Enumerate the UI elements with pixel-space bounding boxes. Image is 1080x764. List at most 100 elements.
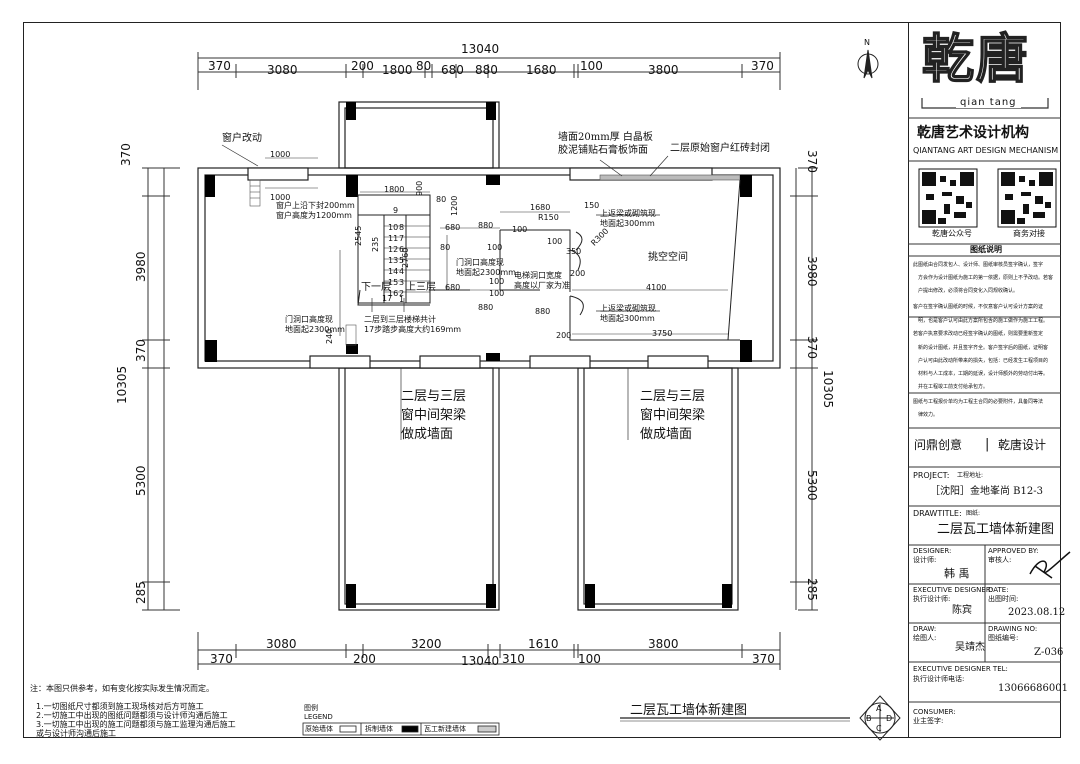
plan-dim: 3750 [652, 329, 673, 338]
label-elevator-2: 高度以厂家为准 [514, 281, 570, 290]
label-beam-right-3: 做成墙面 [640, 427, 693, 442]
dim-top-total: 13040 [461, 42, 500, 56]
exec-value: 陈宾 [952, 605, 972, 616]
dim-top-4: 80 [416, 59, 432, 73]
tel-label-cn: 执行设计师电话: [913, 675, 965, 683]
dim-right-0: 370 [805, 150, 819, 173]
desc-line: 户提出修改，必须将合同变化入同规收确认。 [918, 288, 1019, 294]
exec-label-cn: 执行设计师: [913, 595, 951, 603]
label-beam-left-1: 二层与三层 [401, 389, 467, 404]
dim-left-3: 5300 [134, 465, 148, 496]
approved-label-cn: 审核人: [988, 556, 1012, 564]
exec-label: EXECUTIVE DESIGNER: [913, 586, 993, 594]
dim-top-1: 3080 [267, 63, 298, 77]
legend-title-cn: 图例 [304, 704, 318, 712]
stair-step: 9 [393, 206, 399, 215]
stair-step: 16 [388, 289, 399, 298]
plan-dim: 2545 [354, 225, 363, 246]
legend-item-new: 瓦工新建墙体 [424, 725, 466, 733]
slogan-a: 问鼎创意 [914, 438, 963, 452]
plan-dim: 680 [445, 283, 461, 292]
label-stair-note-1: 二层到三层楼梯共计 [364, 315, 436, 324]
label-window-change: 窗户改动 [222, 133, 262, 144]
label-window-note-1: 窗户上沿下封200mm [276, 201, 355, 210]
drawno-label: DRAWING NO: [988, 625, 1038, 633]
footer-note-1: 2.一切施工中出现的图纸问题都须与设计师沟通后施工 [36, 711, 228, 720]
date-label: DATE: [988, 586, 1009, 594]
date-label-cn: 出图时间: [988, 595, 1019, 603]
tel-value: 13066686001 [998, 683, 1068, 694]
designer-value: 韩 禹 [944, 567, 970, 580]
plan-dim: 200 [556, 331, 572, 340]
desc-line: 户认可由此改动所带来的损失，包括：已经发生工程项目的 [918, 358, 1049, 364]
label-stair-note-2: 17步踏步高度大约169mm [364, 325, 462, 334]
index-letter-c: C [876, 724, 882, 733]
plan-dim: 4100 [646, 283, 667, 292]
slogan-divider: | [985, 437, 990, 452]
footer-note-0: 1.一切图纸尺寸都须到施工现场核对后方可施工 [36, 702, 204, 711]
company-name-en: QIANTANG ART DESIGN MECHANISM [913, 146, 1059, 155]
footer-note-3: 或与设计师沟通后施工 [36, 729, 116, 738]
label-door-2b: 地面起2300mm [285, 325, 345, 334]
approved-label: APPROVED BY: [988, 547, 1039, 555]
project-label-cn: 工程地址: [957, 472, 984, 479]
legend-item-demolish: 拆制墙体 [365, 725, 393, 733]
company-name-cn: 乾唐艺术设计机构 [917, 125, 1029, 141]
plan-dim: 80 [436, 195, 447, 204]
plan-dim: 680 [445, 223, 461, 232]
drawtitle-label: DRAWTITLE: [913, 509, 962, 518]
slogan-b: 乾唐设计 [998, 438, 1047, 452]
drawno-value: Z-036 [1034, 647, 1064, 658]
drawtitle-value: 二层瓦工墙体新建图 [937, 522, 1055, 537]
plan-dim: 235 [371, 236, 380, 252]
dim-top-3: 1800 [382, 63, 413, 77]
stair-step: 13 [388, 256, 399, 265]
dim-right-3: 5300 [805, 470, 819, 501]
drawtitle-label-cn: 图纸: [966, 510, 981, 517]
stair-step: 6 [399, 245, 405, 254]
stair-step: 2 [399, 289, 405, 298]
dim-right-2: 370 [805, 336, 819, 359]
stair-step: 5 [399, 256, 405, 265]
dim-top-5: 680 [441, 63, 464, 77]
qr-codes [918, 168, 1057, 228]
drawing-frame [23, 22, 1061, 738]
plan-dim: 100 [489, 277, 505, 286]
plan-dim: 880 [478, 221, 494, 230]
dim-right-1: 3980 [805, 256, 819, 287]
stair-step: 4 [399, 267, 405, 276]
label-beam-right-1: 二层与三层 [640, 389, 706, 404]
dim-bottom-2: 1610 [528, 637, 559, 651]
label-beam-1b: 地面起300mm [600, 219, 655, 228]
label-beam-2a: 上返梁或砌筑现 [600, 304, 656, 313]
desc-line: 方会作为设计图纸为施工的第一依据，原则上不予改动。若客 [918, 275, 1054, 281]
footer-note-2: 3.一切施工中出现的施工问题都须与施工监理沟通后施工 [36, 720, 236, 729]
legend-title-en: LEGEND [304, 713, 333, 721]
qr-label-official: 乾唐公众号 [932, 229, 972, 238]
logo-mark: 乾唐 [921, 30, 1031, 90]
desc-title: 图纸说明 [970, 245, 1002, 254]
dim-bottom-1: 3200 [411, 637, 442, 651]
plan-dim: 80 [440, 243, 451, 252]
plan-dim: 1800 [384, 185, 405, 194]
dim-right-4: 285 [805, 578, 819, 601]
stair-step: 11 [388, 234, 399, 243]
dim-top-8: 100 [580, 59, 603, 73]
plan-dim: 150 [584, 201, 600, 210]
plan-dim: 100 [489, 289, 505, 298]
stair-step: 14 [388, 267, 399, 276]
dim-bottom-total: 13040 [461, 654, 500, 668]
plan-dim: R150 [538, 213, 559, 222]
legend-item-original: 原始墙体 [305, 725, 333, 733]
qr-label-business: 商务对接 [1013, 229, 1045, 238]
designer-label: DESIGNER: [913, 547, 952, 555]
dim-left-0: 370 [119, 143, 133, 166]
label-door-1a: 门洞口高度现 [456, 258, 504, 267]
stair-step: 15 [388, 278, 399, 287]
desc-line: 材料与人工成本，工期的延误，设计师额外的劳动付出等。 [918, 371, 1049, 377]
title-block-panel [908, 22, 1061, 738]
index-letter-a: A [876, 704, 882, 713]
plan-dim: 900 [415, 180, 424, 196]
label-original-window: 二层原始窗户红砖封闭 [670, 143, 770, 154]
dim-left-total: 10305 [115, 365, 129, 404]
